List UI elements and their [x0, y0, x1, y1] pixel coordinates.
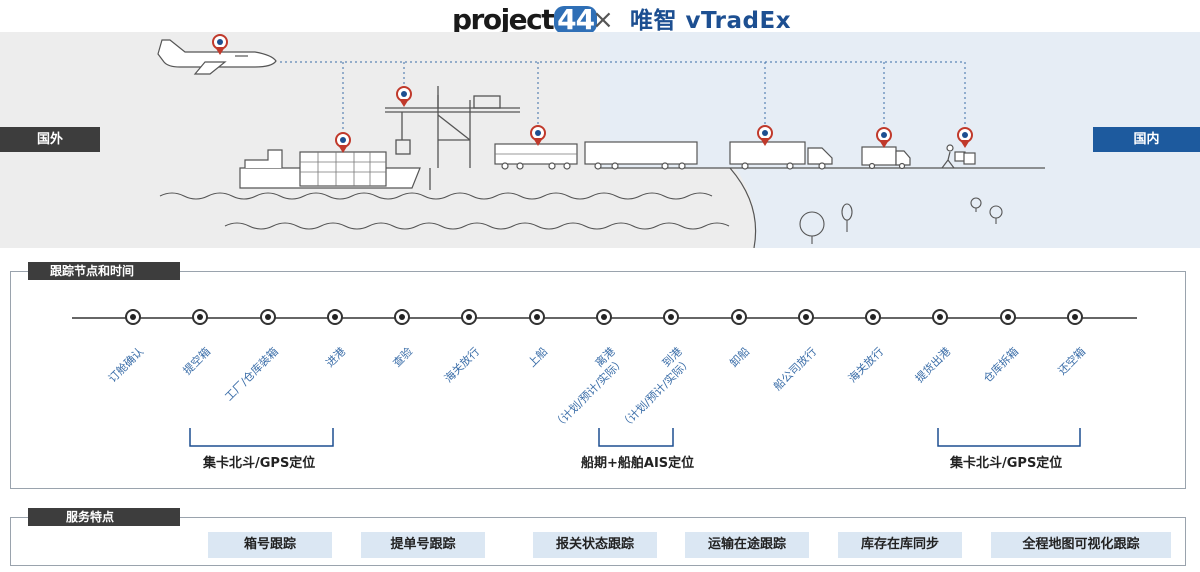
tree-icons — [799, 197, 1003, 244]
timeline-node — [1000, 309, 1016, 325]
timeline-node — [1067, 309, 1083, 325]
group-label-truck-gps-2: 集卡北斗/GPS定位 — [950, 456, 1063, 471]
timeline-node — [192, 309, 208, 325]
domestic-label: 国内 — [1093, 127, 1200, 152]
timeline-node — [865, 309, 881, 325]
timeline-node — [529, 309, 545, 325]
feature-bill-of-lading-tracking: 提单号跟踪 — [361, 532, 485, 558]
timeline-node — [461, 309, 477, 325]
vtradex-logo: 唯智 vTradEx — [630, 8, 792, 34]
tracking-connection-lines — [280, 61, 966, 132]
timeline-node — [394, 309, 410, 325]
airplane-icon — [157, 39, 277, 75]
timeline-node — [125, 309, 141, 325]
overseas-region-bg — [0, 32, 600, 248]
tracking-section — [10, 271, 1186, 489]
partnership-separator: × — [592, 5, 614, 35]
services-section-title: 服务特点 — [28, 508, 180, 526]
timeline-node — [327, 309, 343, 325]
tracking-section-title: 跟踪节点和时间 — [28, 262, 180, 280]
group-brackets — [189, 428, 1081, 447]
overseas-label: 国外 — [0, 127, 100, 152]
feature-customs-status-tracking: 报关状态跟踪 — [533, 532, 657, 558]
timeline-node — [932, 309, 948, 325]
logistics-scene — [0, 32, 1200, 248]
feature-inventory-sync: 库存在库同步 — [838, 532, 962, 558]
cargo-ship-icon — [239, 149, 421, 189]
feature-container-tracking: 箱号跟踪 — [208, 532, 332, 558]
group-label-truck-gps-1: 集卡北斗/GPS定位 — [203, 456, 316, 471]
project44-logo-number: 44 — [554, 6, 598, 34]
delivery-person-icon — [941, 144, 976, 169]
port-crane-icon — [385, 86, 520, 190]
timeline-node — [260, 309, 276, 325]
freight-train-icon — [494, 141, 698, 170]
feature-in-transit-tracking: 运输在途跟踪 — [685, 532, 809, 558]
services-section — [10, 517, 1186, 566]
timeline-node — [596, 309, 612, 325]
container-truck-icon — [729, 141, 833, 170]
timeline-node — [731, 309, 747, 325]
sea-waves-icon — [159, 192, 730, 230]
group-label-vessel-ais: 船期+船舶AIS定位 — [581, 456, 695, 471]
location-pin-icons — [212, 34, 973, 153]
timeline-node — [798, 309, 814, 325]
delivery-van-icon — [861, 146, 911, 170]
timeline-node — [663, 309, 679, 325]
project44-logo-text: project — [452, 3, 555, 36]
feature-map-visualization: 全程地图可视化跟踪 — [991, 532, 1171, 558]
coastline — [729, 167, 757, 248]
